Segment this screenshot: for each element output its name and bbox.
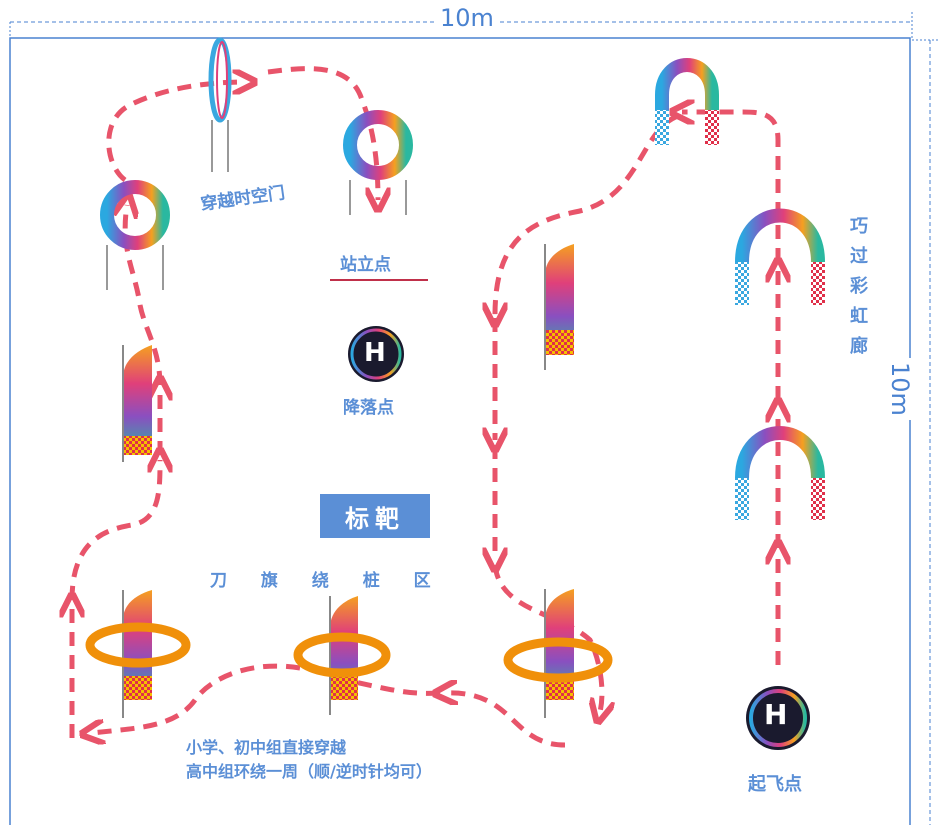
ring-gate-1 — [100, 180, 170, 290]
standing-point-label: 站立点 — [340, 255, 391, 275]
height-dimension: 10m — [886, 358, 914, 420]
note-line-1: 小学、初中组直接穿越 — [186, 738, 347, 757]
landing-pad — [348, 326, 404, 382]
takeoff-pad-letter: H — [764, 698, 788, 731]
takeoff-point-label: 起飞点 — [748, 774, 802, 795]
landing-point-label: 降落点 — [343, 398, 394, 418]
rainbow-arch-top — [655, 58, 719, 145]
flag-left-upper — [122, 345, 152, 462]
width-dimension: 10m — [436, 4, 498, 32]
target-box: 标靶 — [320, 494, 430, 538]
flag-zone-label: 刀 旗 绕 桩 区 — [210, 571, 445, 591]
landing-pad-letter: H — [364, 338, 386, 368]
rainbow-corridor-label: 巧过彩虹廊 — [850, 216, 868, 357]
flag-pylon-right — [503, 589, 613, 718]
ring-gate-3 — [343, 110, 413, 215]
flight-path — [72, 66, 778, 748]
flag-pylon-middle — [293, 596, 391, 715]
rainbow-arch-middle — [735, 208, 825, 305]
rainbow-arch-bottom — [735, 426, 825, 520]
flag-pylon-left — [85, 590, 191, 718]
note-line-2: 高中组环绕一周（顺/逆时针均可） — [186, 762, 432, 781]
ring-gate-2 — [208, 37, 232, 172]
flag-right-upper — [544, 244, 574, 370]
takeoff-pad — [746, 686, 810, 750]
